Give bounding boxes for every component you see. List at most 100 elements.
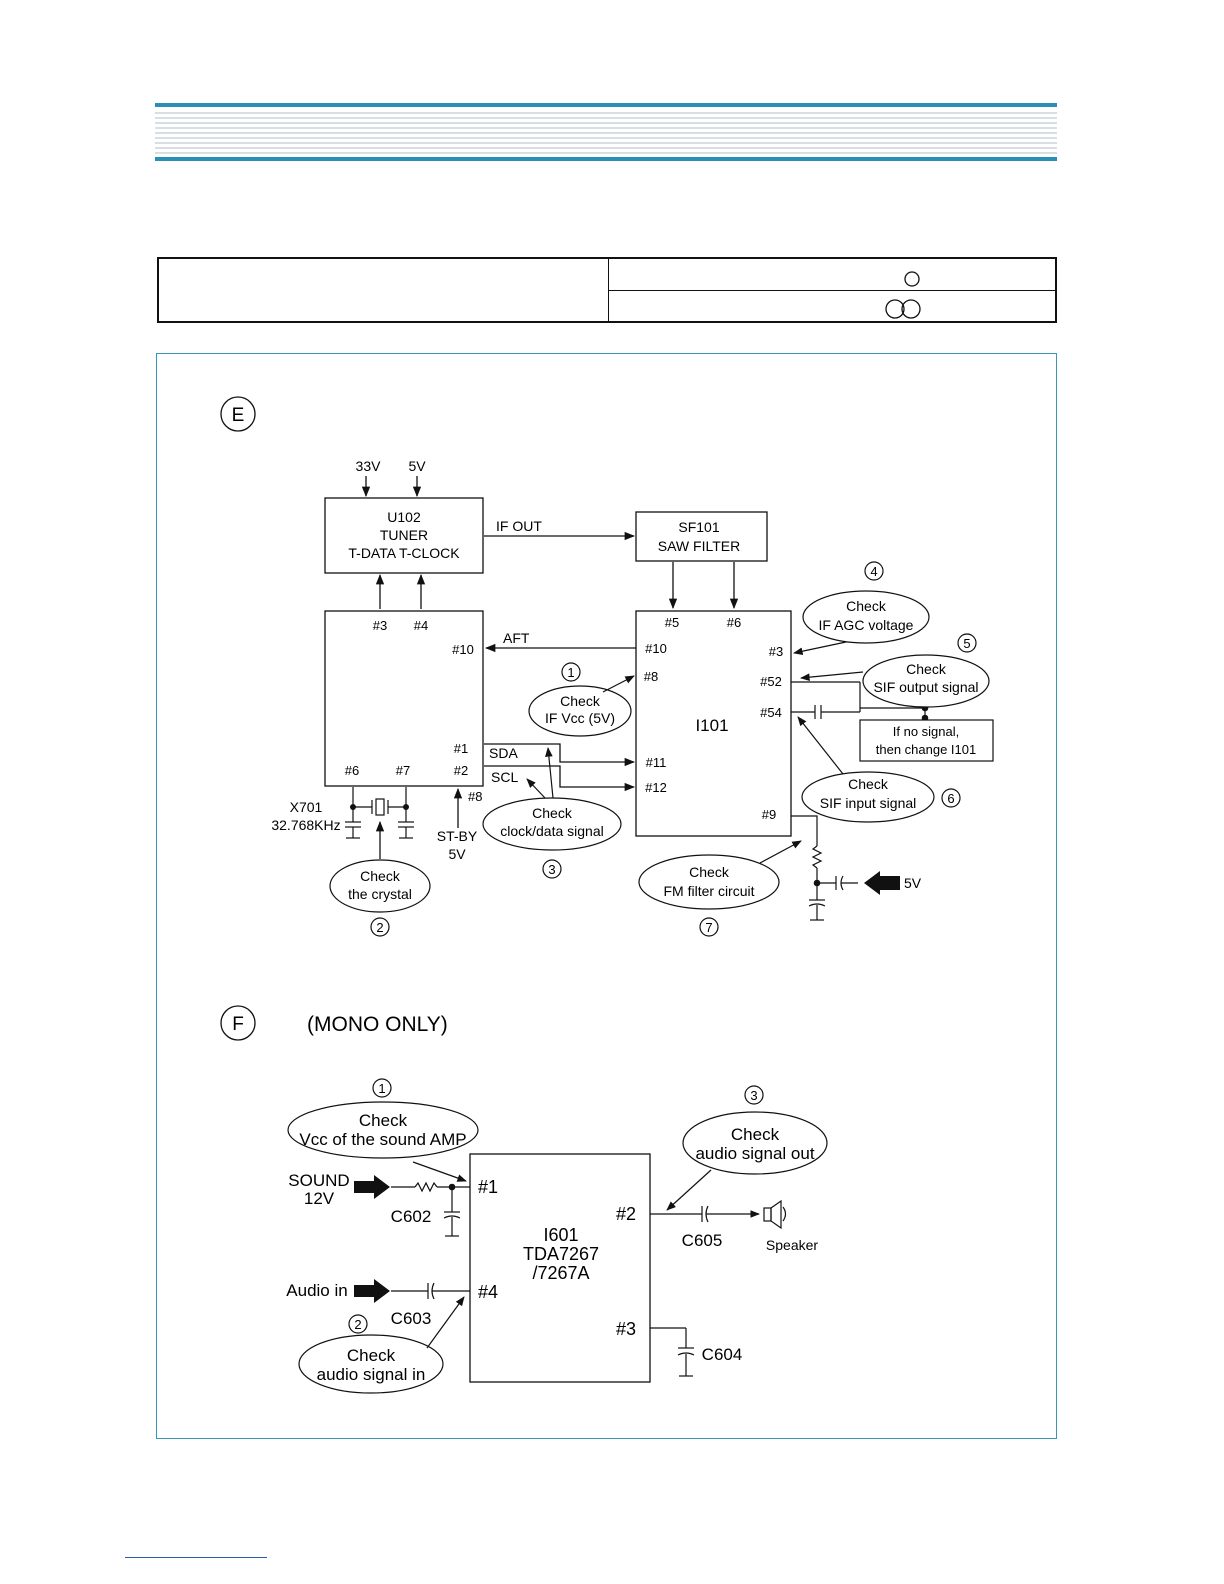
check-6-arrow [797, 716, 844, 775]
speaker-icon [763, 1199, 787, 1230]
svg-text:#2: #2 [454, 763, 468, 778]
svg-text:audio signal out: audio signal out [695, 1144, 814, 1163]
svg-text:#10: #10 [645, 641, 667, 656]
svg-text:I601: I601 [543, 1225, 578, 1245]
svg-text:Check: Check [846, 598, 887, 614]
svg-text:Check: Check [560, 693, 601, 709]
pin3-circuit [650, 1327, 695, 1377]
svg-text:#4: #4 [414, 618, 428, 633]
svg-text:SAW FILTER: SAW FILTER [658, 538, 740, 554]
micom-block: #3 #4 #10 #1 #6 #7 #2 [324, 610, 484, 787]
check-5-sif-output: 5 Check SIF output signal [862, 633, 990, 708]
svg-text:E: E [232, 405, 245, 426]
sda-label: SDA [489, 745, 518, 761]
svg-text:#7: #7 [396, 763, 410, 778]
svg-text:#10: #10 [452, 642, 474, 657]
check-3-arrow-sda [545, 747, 554, 799]
sda-line [484, 743, 636, 767]
if-out-label: IF OUT [496, 518, 542, 534]
svg-text:#3: #3 [373, 618, 387, 633]
svg-text:3: 3 [750, 1088, 757, 1103]
fm-supply-arrow [864, 871, 900, 895]
check-2-crystal: Check the crystal 2 [329, 859, 431, 937]
check-f3-audio-out: 3 Check audio signal out [682, 1085, 828, 1175]
crystal-label-freq: 32.768KHz [271, 817, 340, 833]
scl-label: SCL [491, 769, 518, 785]
check-3-arrow-scl [526, 778, 546, 799]
svg-text:1: 1 [378, 1081, 385, 1096]
svg-text:#2: #2 [616, 1204, 636, 1224]
svg-text:FM filter circuit: FM filter circuit [664, 883, 755, 899]
svg-text:#4: #4 [478, 1282, 498, 1302]
check-7-fm-filter: Check FM filter circuit 7 [638, 854, 780, 937]
check-f1-arrow [412, 1161, 467, 1182]
svg-text:#9: #9 [762, 807, 776, 822]
no-signal-box: If no signal, then change I101 [859, 719, 994, 762]
section-f-marker: F [220, 1005, 256, 1041]
legend-left-cell [159, 259, 609, 321]
svg-text:#3: #3 [769, 644, 783, 659]
check-1-arrow [602, 675, 635, 693]
header-band [155, 103, 1057, 161]
svg-text:#8: #8 [644, 669, 658, 684]
svg-text:7: 7 [705, 920, 712, 935]
svg-text:1: 1 [567, 665, 574, 680]
svg-text:Check: Check [359, 1111, 408, 1130]
svg-text:4: 4 [870, 564, 877, 579]
c603-label: C603 [391, 1309, 432, 1328]
svg-text:Check: Check [689, 864, 730, 880]
svg-text:TDA7267: TDA7267 [523, 1244, 599, 1264]
svg-text:#6: #6 [345, 763, 359, 778]
i101-block: I101 #5 #6 #10 #8 #3 #52 #54 #11 #12 #9 [635, 610, 792, 837]
svg-text:#3: #3 [616, 1319, 636, 1339]
svg-text:#5: #5 [665, 615, 679, 630]
check-5-arrow [800, 671, 864, 681]
diagram-frame [156, 353, 1057, 1439]
section-e-marker: E [220, 396, 256, 432]
svg-text:SIF output signal: SIF output signal [873, 679, 978, 695]
svg-text:#54: #54 [760, 705, 782, 720]
svg-text:SIF input signal: SIF input signal [820, 795, 917, 811]
audio-out-circuit [650, 1205, 709, 1223]
c602-label: C602 [391, 1207, 432, 1226]
svg-text:#6: #6 [727, 615, 741, 630]
micom-pin8-label: #8 [468, 789, 482, 804]
check-3-clock-data: Check clock/data signal 3 [482, 797, 622, 879]
svg-text:I101: I101 [695, 716, 728, 735]
check-f2-arrow [426, 1296, 465, 1349]
svg-text:clock/data signal: clock/data signal [500, 823, 604, 839]
standby-label: ST-BY [437, 828, 478, 844]
svg-text:audio signal in: audio signal in [317, 1365, 426, 1384]
c605-label: C605 [682, 1231, 723, 1250]
sound-supply-arrow [354, 1175, 390, 1199]
check-1-if-vcc: 1 Check IF Vcc (5V) [528, 662, 632, 737]
audio-in-label: Audio in [286, 1281, 347, 1300]
check-6-sif-input: Check SIF input signal 6 [801, 771, 961, 823]
svg-text:then change I101: then change I101 [876, 742, 976, 757]
svg-text:Check: Check [360, 868, 401, 884]
svg-text:Vcc of the sound AMP: Vcc of the sound AMP [299, 1130, 466, 1149]
svg-text:T-DATA T-CLOCK: T-DATA T-CLOCK [348, 545, 460, 561]
svg-text:TUNER: TUNER [380, 527, 428, 543]
legend-row-single [609, 259, 1055, 291]
check-4-if-agc: 4 Check IF AGC voltage [802, 561, 930, 644]
i601-block: I601 TDA7267 /7267A #1 #2 #4 #3 [469, 1153, 651, 1383]
svg-text:#1: #1 [478, 1177, 498, 1197]
check-f3-arrow [666, 1169, 712, 1211]
check-f1-vcc-amp: 1 Check Vcc of the sound AMP [287, 1078, 479, 1159]
svg-text:3: 3 [548, 862, 555, 877]
aft-label: AFT [503, 630, 530, 646]
svg-text:Check: Check [848, 776, 889, 792]
svg-text:#11: #11 [646, 755, 667, 770]
header-stripes [155, 103, 1057, 161]
section-f: F (MONO ONLY) I601 TDA7267 /7267A #1 #2 … [220, 1005, 828, 1394]
fm-supply-label: 5V [904, 875, 922, 891]
tuner-block: U102 TUNER T-DATA T-CLOCK [324, 497, 484, 574]
saw-filter-block: SF101 SAW FILTER [635, 511, 768, 562]
supply-33v-label: 33V [356, 458, 382, 474]
svg-text:6: 6 [947, 791, 954, 806]
c604-label: C604 [702, 1345, 743, 1364]
svg-text:the crystal: the crystal [348, 886, 412, 902]
svg-text:2: 2 [354, 1317, 361, 1332]
